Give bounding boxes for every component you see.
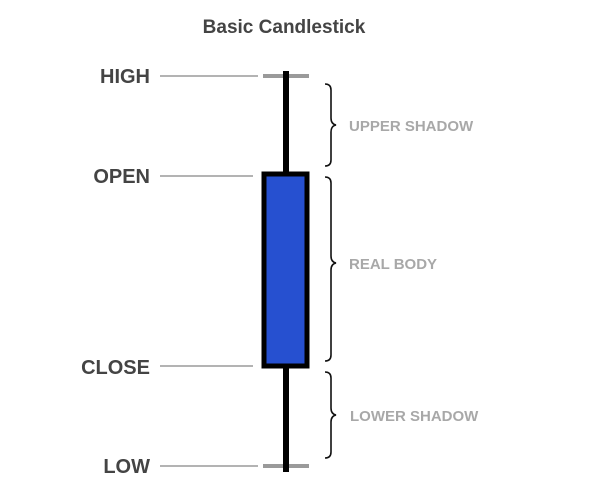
candle-real-body bbox=[261, 171, 310, 369]
label-upper-shadow: UPPER SHADOW bbox=[349, 118, 474, 135]
brace-lower-shadow bbox=[324, 371, 337, 459]
diagram-title: Basic Candlestick bbox=[203, 17, 366, 38]
label-close: CLOSE bbox=[81, 357, 150, 379]
brace-real-body bbox=[324, 176, 337, 362]
label-low: LOW bbox=[103, 456, 150, 478]
label-open: OPEN bbox=[93, 166, 150, 188]
label-lower-shadow: LOWER SHADOW bbox=[350, 408, 479, 425]
label-high: HIGH bbox=[100, 66, 150, 88]
brace-upper-shadow bbox=[324, 83, 337, 167]
label-real-body: REAL BODY bbox=[349, 256, 437, 273]
